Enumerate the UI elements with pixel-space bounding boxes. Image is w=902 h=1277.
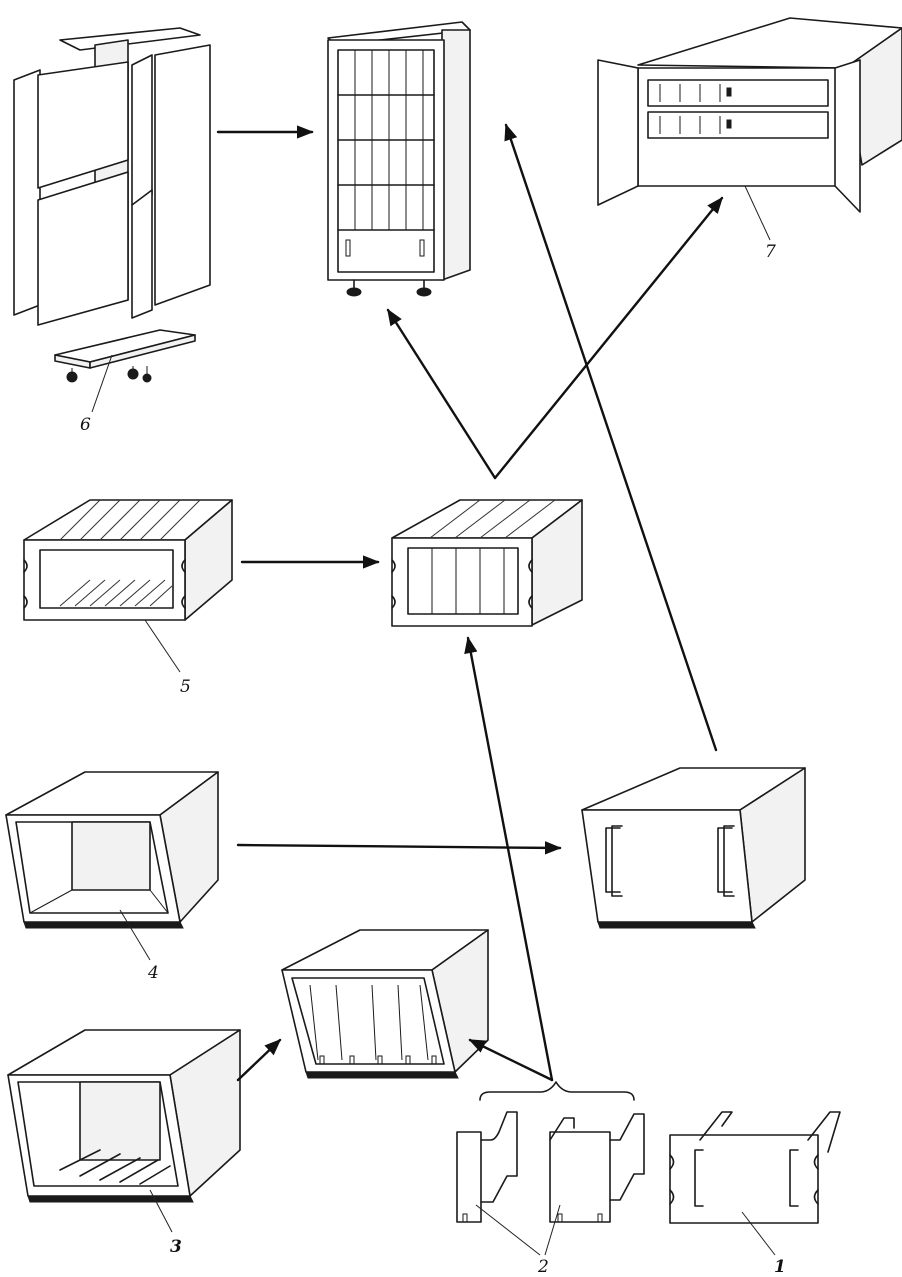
empty-case: [5, 771, 219, 929]
case-with-handles: [581, 767, 806, 929]
label-item-5: 5: [180, 677, 191, 697]
group-brace: [479, 1081, 635, 1101]
arrow-cage-to-cabinet: [386, 308, 497, 480]
case-with-card-guides: [7, 1029, 241, 1203]
plug-in-modules: [456, 1111, 645, 1223]
card-cage-loaded: [391, 499, 583, 627]
arrow-modules-to-loaded-cage: [464, 636, 554, 1082]
arrow-handled-case-to-cabinet: [504, 123, 718, 752]
arrow-guided-case-to-loaded-case: [236, 1038, 282, 1082]
label-item-4: 4: [147, 963, 159, 983]
rack-cabinet-with-doors: [597, 17, 902, 213]
arrow-case-to-handled-case: [236, 841, 562, 855]
assembled-cabinet: [327, 21, 471, 297]
label-item-6: 6: [80, 415, 91, 435]
arrow-cage-to-rack: [493, 196, 724, 480]
front-panel-with-handles: [669, 1111, 841, 1224]
loaded-case: [281, 929, 489, 1079]
label-item-7: 7: [765, 242, 776, 262]
card-cage-open: [23, 499, 233, 621]
label-item-2: 2: [537, 1257, 549, 1277]
label-item-1: 1: [774, 1257, 786, 1277]
label-item-3: 3: [170, 1237, 182, 1257]
cabinet-kit-exploded: [13, 27, 211, 383]
arrow-modules-to-loaded-case: [468, 1038, 554, 1082]
